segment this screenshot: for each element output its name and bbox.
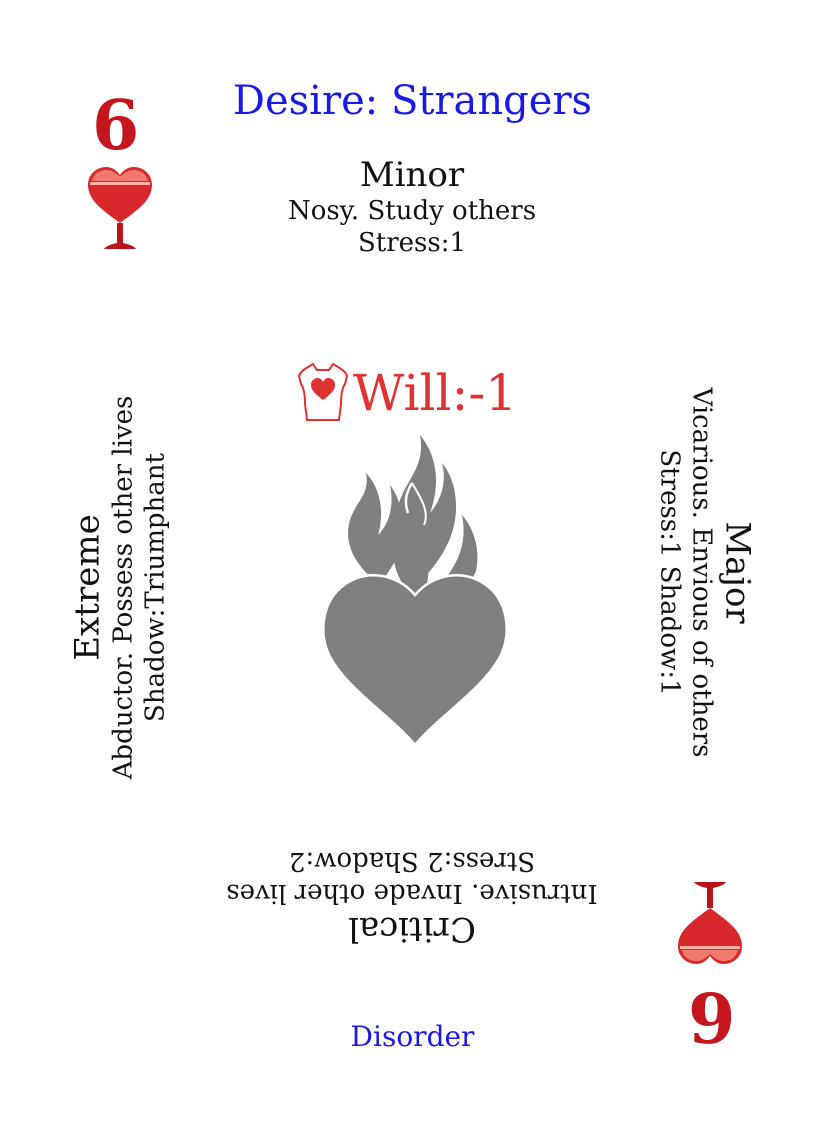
torso-heart-icon (297, 362, 349, 421)
minor-line1: Nosy. Study others (287, 196, 537, 226)
critical-line2: Stress:2 Shadow:2 (288, 846, 536, 876)
critical-block: Critical Intrusive. Invade other lives S… (212, 845, 612, 949)
minor-heading: Minor (359, 155, 465, 195)
card-title: Desire: Strangers (232, 78, 593, 124)
extreme-block: Extreme Abductor. Possess other lives Sh… (68, 368, 193, 808)
major-block: Major Vicarious. Envious of others Stres… (633, 353, 758, 793)
minor-block: Minor Nosy. Study others Stress:1 (212, 155, 612, 259)
rank-top: 6 (92, 86, 140, 166)
extreme-line2: Shadow:Triumphant (140, 453, 171, 722)
minor-line2: Stress:1 (357, 228, 467, 258)
extreme-line1: Abductor. Possess other lives (108, 395, 139, 780)
extreme-heading: Extreme (67, 514, 108, 661)
flaming-heart-icon (322, 435, 508, 747)
major-line2: Stress:1 Shadow:1 (654, 449, 685, 696)
goblet-heart-icon (88, 167, 152, 249)
critical-line1: Intrusive. Invade other lives (226, 878, 598, 908)
disorder-label: Disorder (350, 1020, 475, 1053)
will-stat: Will:-1 (295, 360, 555, 430)
goblet-heart-icon-bottom (678, 882, 742, 964)
will-label: Will:-1 (353, 364, 518, 422)
rank-bottom: 6 (688, 976, 736, 1056)
major-heading: Major (717, 521, 758, 624)
major-line1: Vicarious. Envious of others (686, 387, 717, 758)
critical-heading: Critical (348, 909, 476, 949)
